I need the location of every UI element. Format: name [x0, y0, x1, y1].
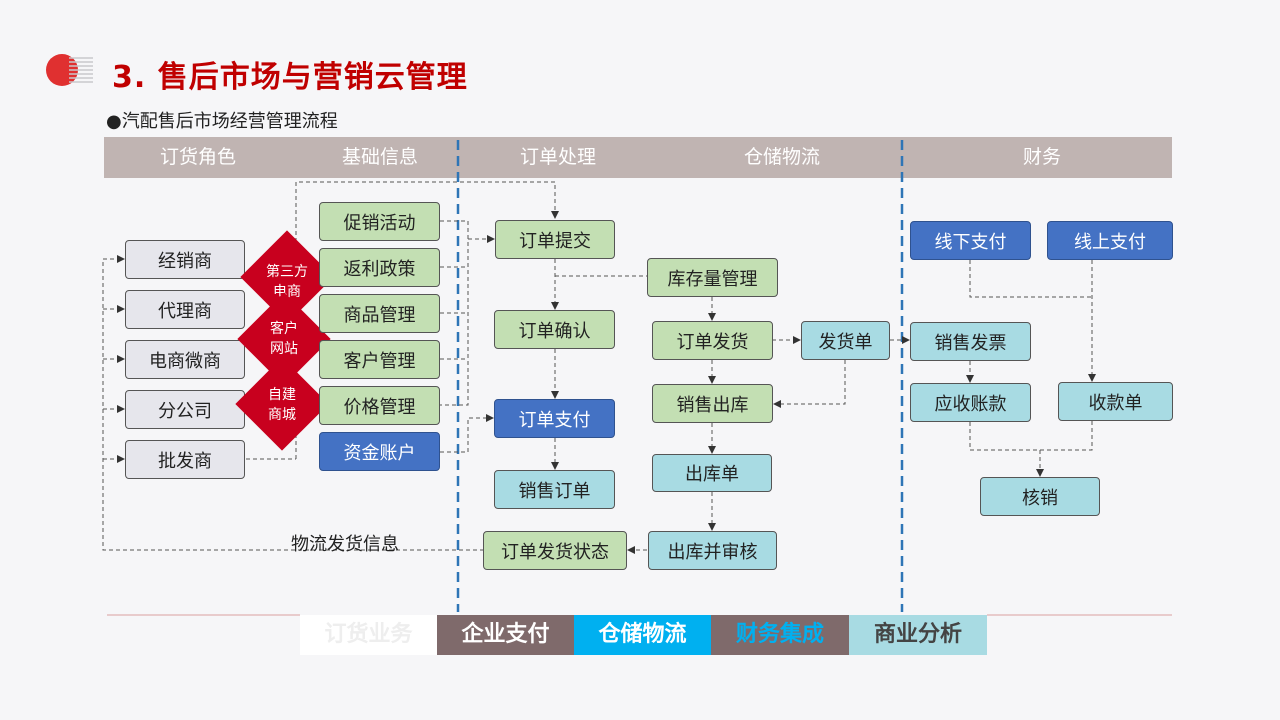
- header-warehouse-logistics: 仓储物流: [743, 146, 820, 168]
- channel-customer-site-line1: 客户: [270, 321, 298, 337]
- role-branch-company[interactable]: 分公司: [125, 390, 245, 429]
- channel-customer-site-label: 客户 网站: [238, 319, 330, 359]
- order-shipping-status[interactable]: 订单发货状态: [483, 531, 627, 570]
- role-wholesaler[interactable]: 批发商: [125, 440, 245, 479]
- offline-payment[interactable]: 线下支付: [910, 221, 1031, 260]
- info-customer-management[interactable]: 客户管理: [319, 340, 440, 379]
- header-basic-info: 基础信息: [341, 146, 418, 168]
- logistics-info-label: 物流发货信息: [291, 534, 399, 555]
- inventory-management[interactable]: 库存量管理: [647, 258, 778, 297]
- sales-outbound[interactable]: 销售出库: [652, 384, 773, 423]
- header-order-processing: 订单处理: [519, 146, 596, 168]
- channel-own-mall-label: 自建 商城: [236, 385, 328, 425]
- outbound-audit[interactable]: 出库并审核: [648, 531, 777, 570]
- header-bar: 订货角色 基础信息 订单处理 仓储物流 财务: [104, 137, 1172, 178]
- logo-icon: [45, 53, 95, 87]
- channel-own-mall-line2: 商城: [268, 407, 296, 423]
- header-finance: 财务: [1022, 146, 1061, 168]
- channel-own-mall-line1: 自建: [268, 387, 296, 403]
- info-promotion[interactable]: 促销活动: [319, 202, 440, 241]
- subtitle: ●汽配售后市场经营管理流程: [106, 111, 338, 132]
- info-price-management[interactable]: 价格管理: [319, 386, 440, 425]
- shipping-note[interactable]: 发货单: [801, 321, 890, 360]
- tab-business-analysis[interactable]: 商业分析: [849, 615, 987, 655]
- online-payment[interactable]: 线上支付: [1047, 221, 1173, 260]
- tab-enterprise-payment[interactable]: 企业支付: [437, 615, 574, 655]
- sales-order[interactable]: 销售订单: [494, 470, 615, 509]
- tab-warehouse-logistics[interactable]: 仓储物流: [574, 615, 711, 655]
- order-shipment[interactable]: 订单发货: [652, 321, 773, 360]
- info-product-management[interactable]: 商品管理: [319, 294, 440, 333]
- channel-customer-site-line2: 网站: [270, 341, 298, 357]
- accounts-receivable[interactable]: 应收账款: [910, 383, 1031, 422]
- role-ecommerce-micro[interactable]: 电商微商: [125, 340, 245, 379]
- sales-invoice[interactable]: 销售发票: [910, 322, 1031, 361]
- outbound-note[interactable]: 出库单: [652, 454, 772, 492]
- header-ordering-roles: 订货角色: [159, 146, 236, 168]
- write-off[interactable]: 核销: [980, 477, 1100, 516]
- receipt-note[interactable]: 收款单: [1058, 382, 1173, 421]
- role-distributor[interactable]: 经销商: [125, 240, 245, 279]
- tab-ordering-business[interactable]: 订货业务: [300, 615, 437, 655]
- info-fund-account[interactable]: 资金账户: [319, 432, 440, 471]
- info-rebate-policy[interactable]: 返利政策: [319, 248, 440, 287]
- role-agent[interactable]: 代理商: [125, 290, 245, 329]
- order-submit[interactable]: 订单提交: [495, 220, 615, 259]
- order-confirm[interactable]: 订单确认: [494, 310, 615, 349]
- page-title: 3. 售后市场与营销云管理: [112, 60, 468, 95]
- order-pay[interactable]: 订单支付: [494, 399, 615, 438]
- tab-finance-integration[interactable]: 财务集成: [711, 615, 849, 655]
- channel-third-party-line1: 第三方: [266, 264, 308, 280]
